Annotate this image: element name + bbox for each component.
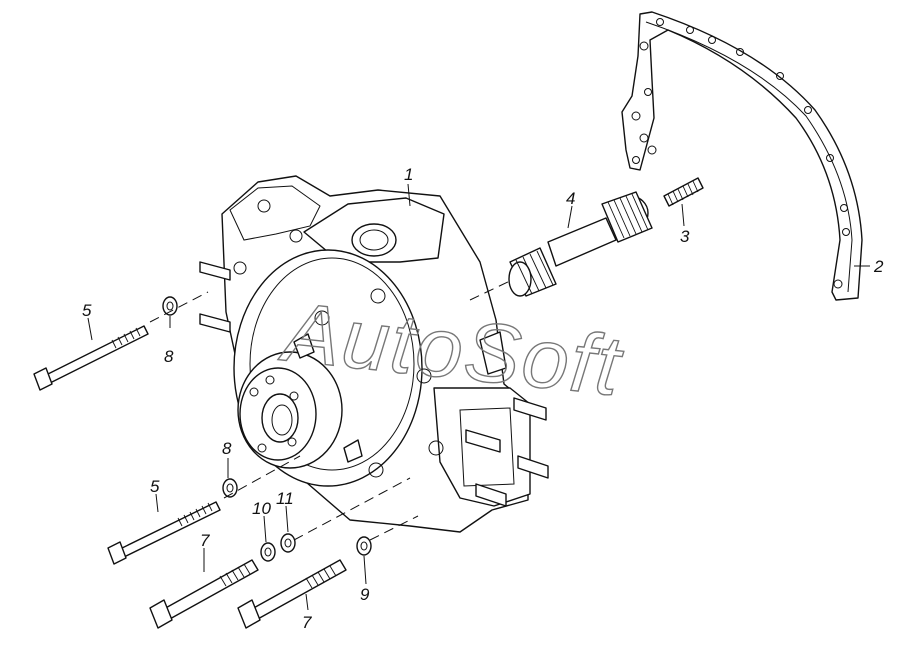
shaft-part: [508, 191, 653, 297]
gasket-part: [621, 11, 863, 301]
leader-lines: [87, 183, 870, 611]
label-2-gasket: 2: [873, 257, 884, 276]
label-10-washer: 10: [252, 499, 271, 518]
label-7-bolt-left: 7: [200, 531, 210, 550]
label-3-spring: 3: [680, 227, 690, 246]
flywheel-housing-part: [199, 175, 549, 533]
washer-8-lower: [222, 478, 238, 498]
bolt-5-lower: [107, 501, 221, 565]
spring-part: [663, 177, 704, 207]
label-7-bolt-right: 7: [302, 613, 312, 632]
washer-11: [280, 533, 296, 553]
assembly-axes: [149, 279, 513, 541]
label-5-bolt-lower: 5: [150, 477, 160, 496]
label-8-washer-upper: 8: [164, 347, 174, 366]
washer-8-upper: [162, 296, 178, 316]
label-5-bolt-upper: 5: [82, 301, 92, 320]
washer-10: [260, 542, 276, 562]
label-11-washer: 11: [276, 489, 294, 508]
bolt-5-upper: [33, 325, 149, 391]
label-9-washer: 9: [360, 585, 370, 604]
washer-9: [356, 536, 372, 556]
bolt-7-right: [237, 559, 347, 629]
bolt-7-left: [149, 559, 259, 629]
label-8-washer-lower: 8: [222, 439, 232, 458]
label-1-housing: 1: [404, 165, 413, 184]
label-4-shaft: 4: [566, 189, 575, 208]
